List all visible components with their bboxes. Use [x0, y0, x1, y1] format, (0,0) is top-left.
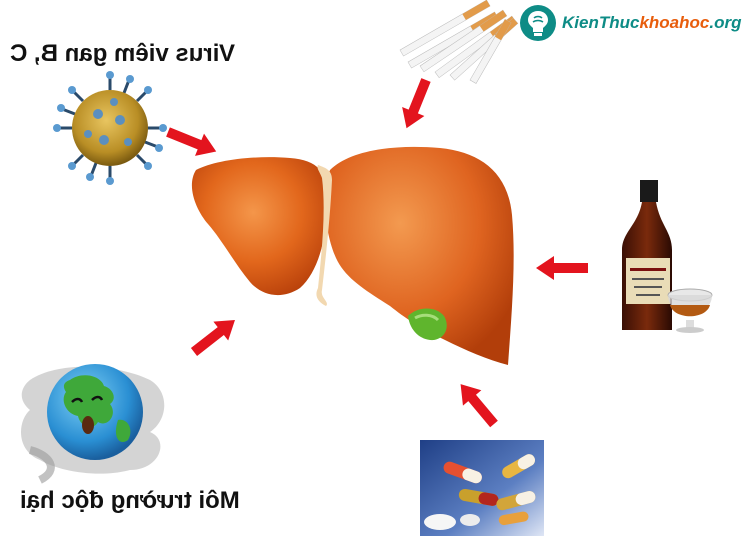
arrow-cigarettes-to-liver	[395, 75, 438, 133]
liver-illustration	[191, 146, 514, 365]
liver-ligament	[316, 165, 332, 306]
pills-icon	[420, 440, 544, 536]
arrow-virus-to-liver	[163, 120, 221, 163]
arrow-pills-to-liver	[451, 376, 504, 432]
logo-brand-part1: KienThuc	[562, 13, 640, 32]
site-logo[interactable]: KienThuckhoahoc.org	[520, 2, 750, 44]
liver-right-lobe	[324, 146, 514, 365]
environment-label: Môi trường độc hại	[20, 487, 240, 514]
gallbladder	[408, 308, 447, 341]
arrow-environment-to-liver	[186, 310, 243, 362]
cigarettes-icon	[399, 0, 519, 84]
logo-brand-part2: khoahoc	[639, 13, 710, 32]
virus-icon	[53, 71, 167, 185]
liquor-bottle-icon	[622, 180, 713, 333]
liver-left-lobe	[191, 157, 329, 296]
brain-lightbulb-icon	[520, 5, 556, 41]
arrow-alcohol-to-liver	[536, 256, 588, 280]
logo-brand-part3: .org	[709, 13, 742, 32]
polluted-earth-icon	[20, 364, 165, 484]
virus-label: Virus viêm gan B, C	[10, 40, 235, 67]
